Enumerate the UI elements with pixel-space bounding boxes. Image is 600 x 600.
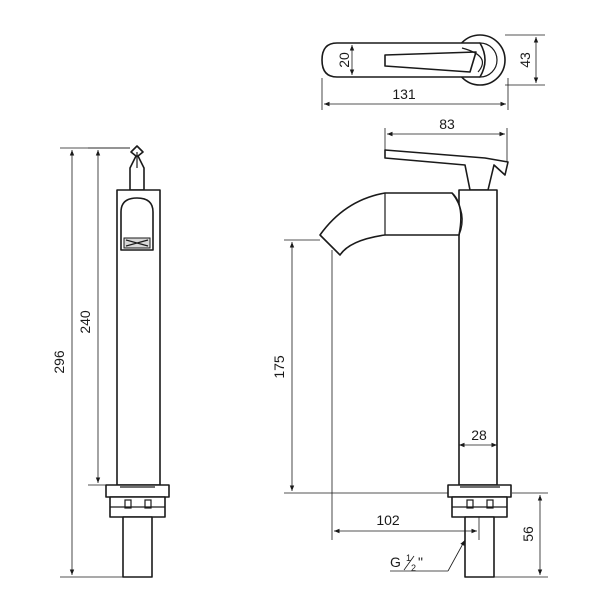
thread-fraction-denominator: 2 (411, 563, 416, 573)
top-view-dimensions: 131 20 43 (321, 34, 545, 110)
dim-shank-length: 56 (520, 526, 536, 542)
top-view (321, 34, 506, 86)
dim-top-lever-width: 20 (336, 52, 352, 68)
thread-label: G (390, 554, 401, 570)
thread-suffix: " (418, 554, 423, 570)
side-view-shank (464, 516, 495, 578)
dim-lever-length: 83 (439, 116, 455, 132)
front-view (105, 145, 170, 578)
side-view-dimensions: 83 175 28 102 56 G 1 2 " (271, 116, 548, 578)
dim-spout-side-height: 240 (77, 310, 93, 334)
side-view-body (458, 189, 498, 486)
dim-total-height: 296 (51, 350, 67, 374)
front-view-spout (120, 197, 154, 251)
dim-top-body-diameter: 43 (517, 52, 533, 68)
front-view-dimensions: 296 240 (51, 147, 130, 578)
side-view-lever (384, 149, 509, 191)
side-view-spout (319, 192, 462, 256)
front-view-shank (122, 516, 153, 578)
dim-top-overall-length: 131 (392, 86, 416, 102)
dim-spout-reach: 102 (376, 512, 400, 528)
thread-fraction-numerator: 1 (406, 553, 411, 563)
side-view (319, 149, 512, 578)
dim-spout-clearance: 175 (271, 355, 287, 379)
dim-body-diameter: 28 (471, 427, 487, 443)
